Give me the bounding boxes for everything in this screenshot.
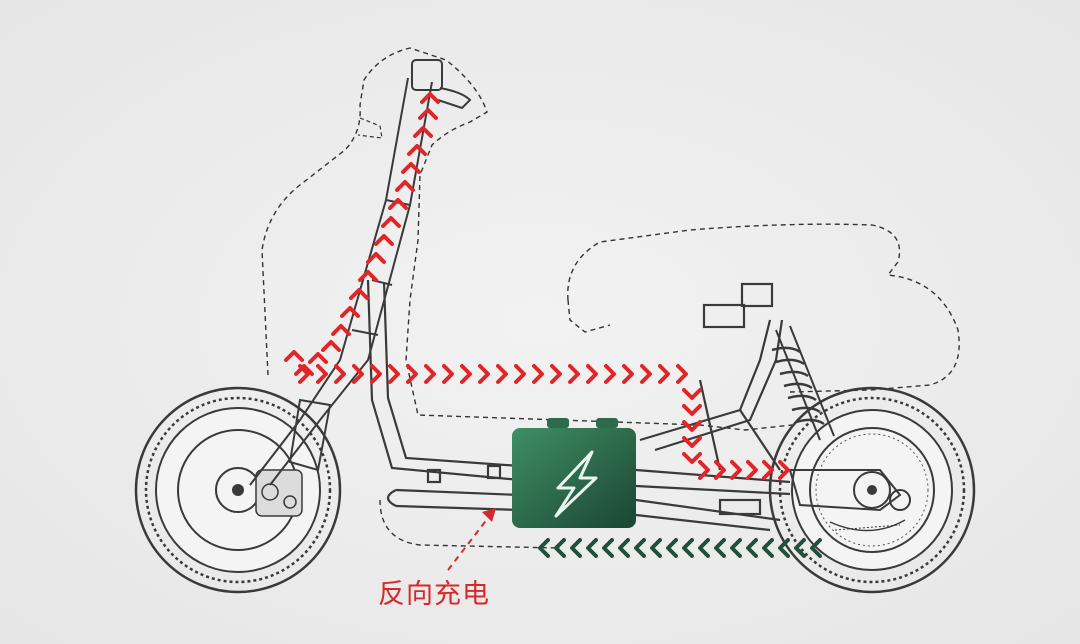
rear-flow bbox=[698, 460, 790, 480]
battery-terminal bbox=[596, 418, 618, 428]
seat-outline bbox=[567, 223, 960, 393]
regen-flow-arrows bbox=[538, 538, 822, 558]
red-flow-arrows bbox=[284, 92, 790, 480]
underbody-outline bbox=[567, 299, 611, 333]
body-outline bbox=[261, 47, 793, 431]
battery bbox=[512, 418, 636, 528]
mudguard-outline bbox=[357, 117, 383, 139]
drop-flow bbox=[682, 388, 702, 464]
front-fork bbox=[249, 59, 472, 486]
rear-wheel bbox=[768, 386, 976, 594]
caption-pointer bbox=[447, 508, 496, 571]
reverse-charging-caption: 反向充电 bbox=[378, 579, 490, 610]
battery-body bbox=[512, 428, 636, 528]
lightning-bolt-icon bbox=[554, 450, 598, 518]
swingarm bbox=[788, 469, 911, 512]
top-flow bbox=[298, 364, 688, 384]
rear-shock bbox=[771, 325, 835, 441]
lower-fairing-outline bbox=[379, 499, 561, 549]
battery-terminal bbox=[547, 418, 569, 428]
front-wheel bbox=[134, 386, 342, 594]
steering-flow bbox=[284, 92, 440, 376]
